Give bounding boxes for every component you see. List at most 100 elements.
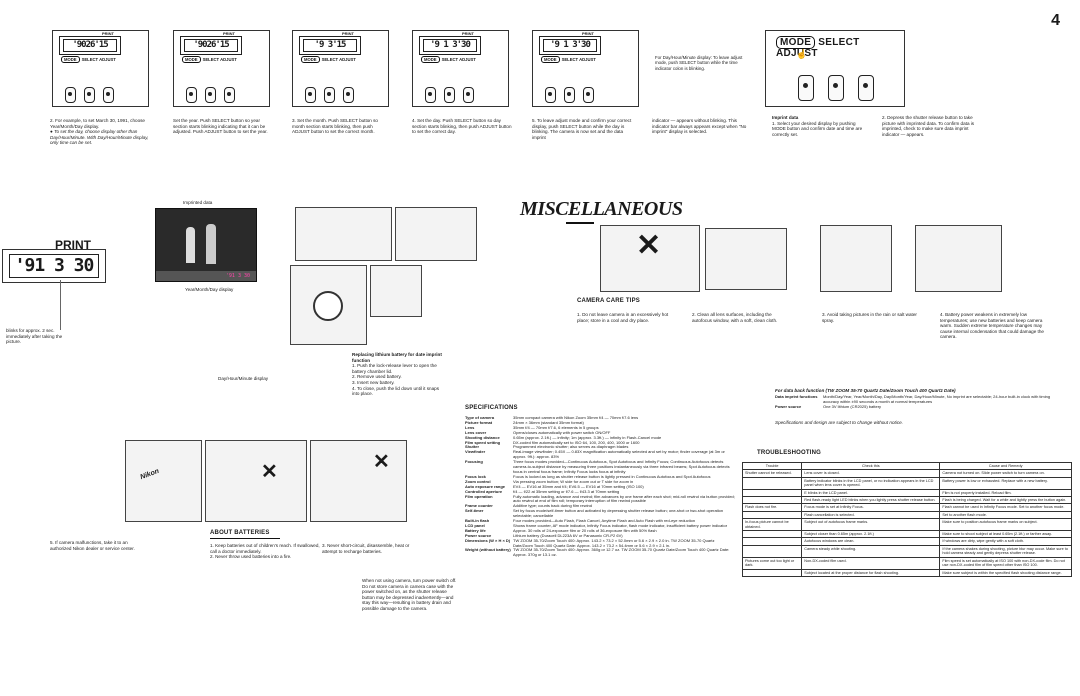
th-cause: Cause and Remedy [939, 461, 1072, 471]
trouble-cell [741, 530, 803, 539]
big-mode-panel: MODE SELECT ADJUST ☝ [765, 30, 905, 107]
cause-cell: If the camera shakes during shooting, pi… [939, 544, 1072, 558]
spec-value: Additive type; counts back during film r… [513, 503, 592, 509]
trouble-cell: Shutter cannot be released. [741, 469, 803, 478]
check-cell: Lens cover is closed. [801, 469, 941, 478]
trouble-cell: Flash does not fire. [741, 503, 803, 512]
adjust-label: ADJUST [220, 57, 237, 62]
select-button [205, 87, 216, 103]
big-mode-label: MODE [776, 36, 816, 49]
lcd-value: '9 1 3'30 [423, 39, 477, 52]
data-back-key: Power source [775, 403, 802, 409]
check-cell: E blinks in the LCD panel. [801, 488, 941, 498]
table-row: Flash cancellation is selected.Set to an… [741, 510, 1072, 520]
spec-row: Frame counter Additive type; counts back … [465, 503, 735, 509]
lcd-value: '9 1 3'30 [543, 39, 597, 52]
spec-value: Focus is locked as long as shutter relea… [513, 473, 711, 479]
big-select-label: SELECT [818, 37, 860, 48]
select-button [324, 87, 335, 103]
spec-value: 0.65m (approx. 2.1ft.) — infinity; 1m (a… [513, 434, 662, 440]
blink-note: blinks for approx. 2 sec. immediately af… [6, 328, 63, 345]
battery-replace: Replacing lithium battery for date impri… [352, 352, 442, 397]
select-button [444, 87, 455, 103]
spec-key: Film operation [465, 493, 493, 499]
spec-key: Film speed setting [465, 439, 501, 445]
lcd-value: '9 3'15 [303, 39, 357, 52]
step-3: 3. Set the month. Push SELECT button so … [292, 118, 378, 135]
lcd-value: '9026'15 [184, 39, 238, 52]
cause-cell: Flash cannot be used in Infinity Focus m… [939, 503, 1072, 512]
check-cell: Subject located at the proper distance f… [801, 568, 941, 577]
check-cell: Subject closer than 0.65m (approx. 2.1ft… [801, 530, 941, 539]
lcd-print-label: PRINT [223, 31, 235, 36]
battery-item-3: 3. Never short-circuit, disassemble, hea… [322, 543, 410, 554]
mode-button [65, 87, 76, 103]
spec-value: Opens/closes automatically with power sw… [513, 429, 611, 435]
select-button [564, 87, 575, 103]
spec-value: DX-coded film automatically set to ISO 6… [513, 439, 640, 445]
cold-illustration [915, 225, 1002, 292]
lcd-print-label: PRINT [342, 31, 354, 36]
big-adjust-label: ADJUST [776, 48, 818, 59]
cause-cell: Make sure to shoot subject at least 0.65… [939, 530, 1072, 539]
lcd-value: '9026'15 [63, 39, 117, 52]
spec-key: Power source [465, 532, 492, 538]
table-row: Red flash-ready light LED blinks when yo… [741, 496, 1072, 505]
lcd-print-label: PRINT [462, 31, 474, 36]
select-label: SELECT [441, 57, 459, 62]
spec-key: Frame counter [465, 503, 493, 509]
adjust-button [463, 87, 474, 103]
spec-key: Lens [465, 424, 475, 430]
spec-key: Zoom control [465, 478, 491, 484]
data-back-key: Data imprint functions [775, 394, 818, 399]
adjust-label: ADJUST [99, 57, 116, 62]
adjust-label: ADJUST [339, 57, 356, 62]
check-cell: Autofocus windows are clean. [801, 537, 941, 546]
troubleshooting-table-wrap: Trouble Check this Cause and Remedy Shut… [741, 461, 1072, 577]
children-illustration: ✕ [205, 440, 307, 522]
spec-value: f/4 — f/22 at 35mm setting or f/7.6 — f/… [513, 488, 620, 494]
button-row [541, 81, 598, 103]
spec-value: Programmed electronic shutter; also serv… [513, 444, 629, 450]
spec-value: Lithium battery (Duracell DL223A 6V or P… [513, 532, 623, 538]
camera-lid-illustration [395, 207, 477, 261]
spec-key: Picture format [465, 419, 493, 425]
cause-cell: Flash is being charged. Wait for a while… [939, 496, 1072, 505]
fire-illustration: ✕ [310, 440, 407, 522]
title-underline [566, 222, 594, 224]
sample-photo: '91 3 30 [155, 208, 257, 282]
cause-cell: Make sure to position autofocus frame ma… [939, 518, 1072, 532]
adjust-button [583, 87, 594, 103]
note-5: 5. If camera malfunctions, take it to an… [50, 540, 135, 551]
spec-key: Weight (without battery) [465, 547, 511, 553]
specifications-heading: SPECIFICATIONS [465, 405, 518, 411]
spec-value: Fully automatic loading, advance and rew… [513, 493, 735, 504]
check-cell: Non-DX-coded film used. [801, 556, 941, 570]
table-row: Subject located at the proper distance f… [741, 568, 1072, 577]
nikon-battery-illustration: Nikon [125, 440, 202, 522]
spec-value: 35mm f/4 — 70mm f/7.6, 6 elements in 5 g… [513, 424, 599, 430]
spec-value: Approx. 30 rolls of 24-exposure film or … [513, 527, 657, 533]
spec-row: Power source Lithium battery (Duracell DL… [465, 532, 735, 539]
lcd-display: PRINT '9 3'15 [299, 31, 361, 55]
battery-items: 1. Keep batteries out of children's reac… [210, 543, 320, 560]
hot-place-illustration: ✕ [600, 225, 700, 292]
lcd-print-label: PRINT [582, 31, 594, 36]
select-label: SELECT [561, 57, 579, 62]
spec-key: Controlled aperture [465, 488, 503, 494]
th-check: Check this [801, 461, 941, 471]
table-row: Flash does not fire.Focus mode is set at… [741, 503, 1072, 512]
